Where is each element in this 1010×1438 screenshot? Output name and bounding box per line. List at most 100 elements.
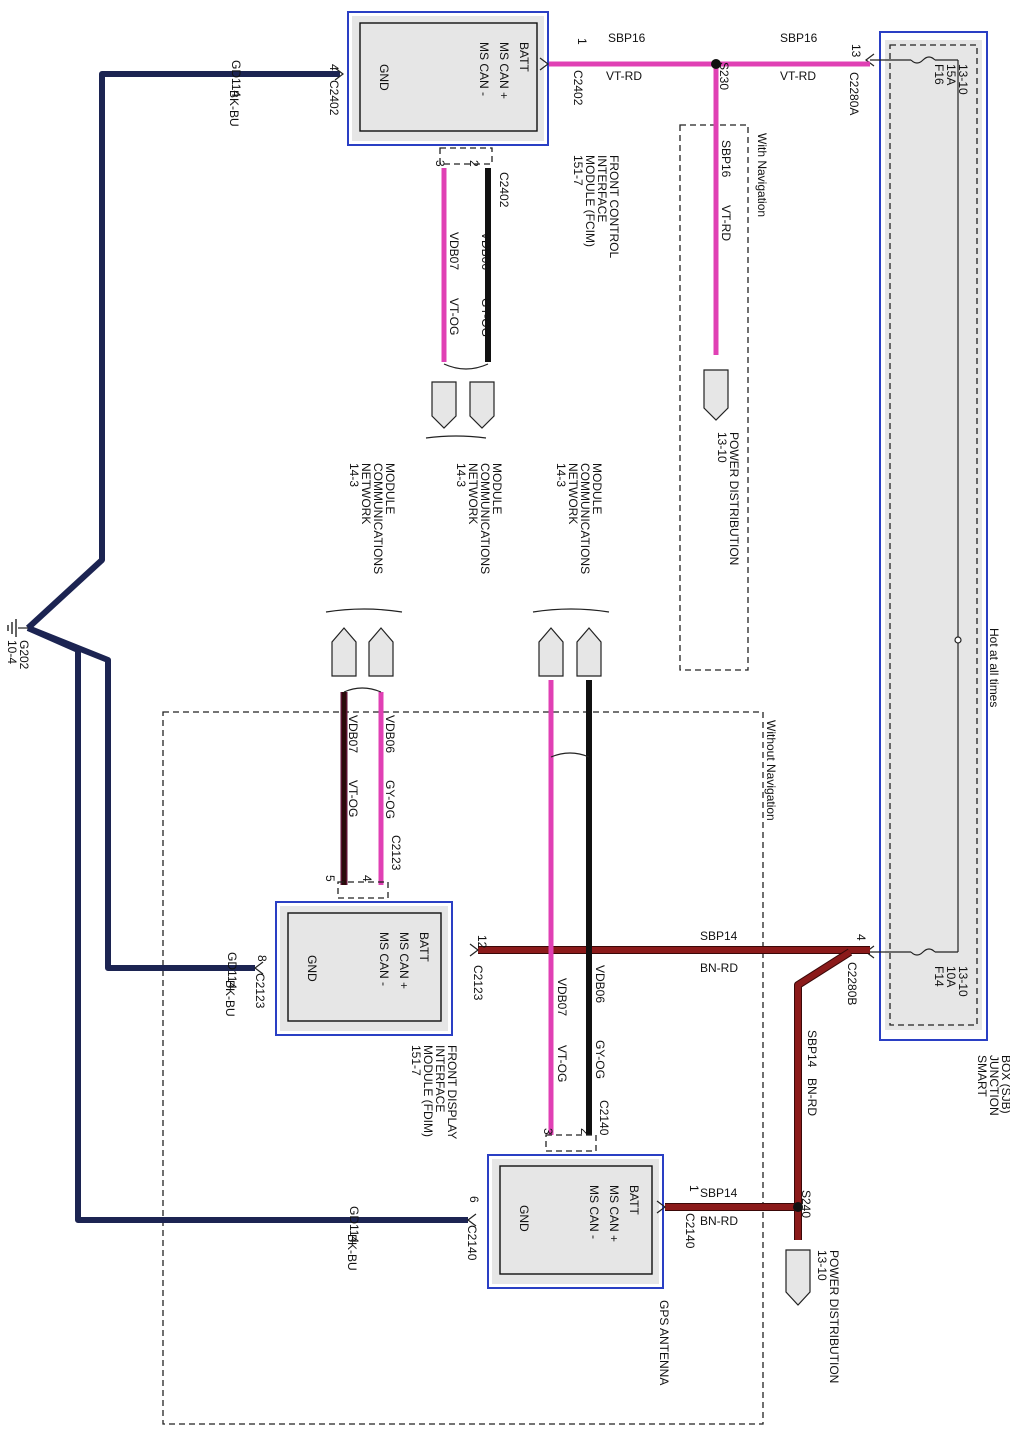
without-navigation-label: Without Navigation: [764, 720, 778, 821]
svg-text:VDB06: VDB06: [383, 715, 397, 753]
fdim-pin-can-plus: MS CAN +: [397, 932, 411, 989]
svg-text:4: 4: [360, 875, 374, 882]
svg-text:151-7: 151-7: [571, 155, 585, 186]
label-vtog-gps: VT-OG: [555, 1045, 569, 1082]
svg-text:MS CAN -: MS CAN -: [587, 1185, 601, 1239]
svg-text:NETWORK: NETWORK: [466, 463, 480, 524]
svg-text:13-10: 13-10: [956, 64, 970, 95]
svg-text:JUNCTION: JUNCTION: [987, 1055, 1001, 1116]
svg-text:4: 4: [854, 934, 868, 941]
svg-text:VT-OG: VT-OG: [555, 1045, 569, 1082]
gps-can-connectors: [538, 627, 602, 677]
svg-text:6: 6: [467, 1196, 481, 1203]
svg-text:MS CAN +: MS CAN +: [397, 932, 411, 989]
gps-module: [487, 1154, 664, 1289]
svg-text:13: 13: [849, 44, 863, 58]
label-sbp16-nav: SBP16: [719, 140, 733, 178]
svg-text:C2123: C2123: [471, 965, 485, 1001]
pd-connector-bottom: [785, 1249, 811, 1306]
svg-text:MODULE: MODULE: [590, 463, 604, 514]
svg-text:2: 2: [578, 1128, 592, 1135]
sjb-pin4: 4: [854, 934, 868, 941]
svg-text:3: 3: [541, 1128, 555, 1135]
svg-text:With Navigation: With Navigation: [755, 133, 769, 217]
svg-text:BN-RD: BN-RD: [700, 1214, 738, 1228]
label-vtrd-a: VT-RD: [606, 69, 642, 83]
svg-text:COMMUNICATIONS: COMMUNICATIONS: [371, 463, 385, 574]
svg-text:C2402: C2402: [571, 70, 585, 106]
ground-wire-gps: [26, 625, 468, 1223]
conn-c2280a: C2280A: [847, 72, 861, 115]
conn-c2280b: C2280B: [845, 962, 859, 1005]
sjb-pin13: 13: [849, 44, 863, 58]
svg-text:BATT: BATT: [417, 932, 431, 962]
ground-symbol: [7, 619, 28, 637]
label-bkbu-fcim: BK-BU: [227, 90, 241, 127]
fcim-pin-batt: BATT: [517, 42, 531, 72]
gps-can-minus-pin-num: 3: [541, 1128, 555, 1135]
ground-wire-fdim: [26, 625, 255, 971]
label-gyog-fcim: GY-OG: [479, 298, 493, 337]
gps-pin-gnd: GND: [517, 1205, 531, 1232]
svg-text:POWER DISTRIBUTION: POWER DISTRIBUTION: [827, 1250, 841, 1383]
label-bnrd-fdim: BN-RD: [700, 961, 738, 975]
gps-conn-batt: C2140: [683, 1213, 697, 1249]
svg-text:13-10: 13-10: [715, 432, 729, 463]
svg-text:VDB06: VDB06: [479, 232, 493, 270]
svg-text:VDB07: VDB07: [447, 232, 461, 270]
fdim-conn-gnd: C2123: [253, 973, 267, 1009]
label-sbp16-a: SBP16: [608, 31, 646, 45]
svg-text:INTERFACE: INTERFACE: [433, 1045, 447, 1112]
label-vtog-fdim: VT-OG: [346, 780, 360, 817]
label-bnrd-gps-batt: BN-RD: [700, 1214, 738, 1228]
svg-text:10-4: 10-4: [5, 640, 19, 664]
svg-text:C2280B: C2280B: [845, 962, 859, 1005]
svg-text:C2123: C2123: [253, 973, 267, 1009]
svg-text:BN-RD: BN-RD: [700, 961, 738, 975]
svg-text:SBP14: SBP14: [805, 1030, 819, 1068]
fdim-batt-pin-num: 12: [475, 935, 489, 949]
svg-text:F16: F16: [932, 64, 946, 85]
svg-text:BK-BU: BK-BU: [227, 90, 241, 127]
label-vdb07-fdim: VDB07: [346, 715, 360, 753]
pd-connector-top: [703, 369, 729, 421]
svg-text:Without Navigation: Without Navigation: [764, 720, 778, 821]
splice-s230-label: S230: [717, 62, 731, 90]
fcim-can-connectors: [431, 381, 495, 429]
label-gyog-gps: GY-OG: [593, 1040, 607, 1079]
svg-text:FRONT CONTROL: FRONT CONTROL: [607, 155, 621, 258]
svg-text:S240: S240: [799, 1190, 813, 1218]
ground-wire-fcim: [25, 71, 340, 631]
gps-pin-batt: BATT: [627, 1185, 641, 1215]
fdim-pin-batt: BATT: [417, 932, 431, 962]
fdim-name: FRONT DISPLAY INTERFACE MODULE (FDIM) 15…: [409, 1045, 459, 1139]
fdim-can-plus-pin-num: 4: [360, 875, 374, 882]
splice-s240: [793, 1202, 803, 1212]
gps-pin-can-plus: MS CAN +: [607, 1185, 621, 1242]
fdim-conn-batt: C2123: [471, 965, 485, 1001]
fcim-pin-can-minus: MS CAN -: [477, 42, 491, 96]
fcim-name: FRONT CONTROL INTERFACE MODULE (FCIM) 15…: [571, 155, 621, 258]
fcim-batt-pin-num: 1: [575, 38, 589, 45]
ground-label: G202 10-4: [5, 640, 31, 670]
label-bkbu-fdim: BK-BU: [223, 980, 237, 1017]
svg-text:GD114: GD114: [229, 60, 243, 97]
svg-text:C2140: C2140: [683, 1213, 697, 1249]
svg-text:4: 4: [327, 64, 341, 71]
svg-text:C2402: C2402: [327, 80, 341, 116]
svg-text:GD114: GD114: [347, 1206, 361, 1243]
label-bnrd-gps: BN-RD: [805, 1078, 819, 1116]
svg-text:SBP16: SBP16: [608, 31, 646, 45]
gps-batt-pin-num: 1: [687, 1185, 701, 1192]
sjb-name: SMART JUNCTION BOX (SJB) 11-3: [975, 1055, 1010, 1116]
svg-text:BOX (SJB): BOX (SJB): [999, 1055, 1010, 1114]
svg-text:GPS ANTENNA: GPS ANTENNA: [657, 1300, 671, 1385]
svg-text:SBP16: SBP16: [780, 31, 818, 45]
without-navigation-region: [162, 711, 764, 1425]
svg-text:MODULE: MODULE: [383, 463, 397, 514]
